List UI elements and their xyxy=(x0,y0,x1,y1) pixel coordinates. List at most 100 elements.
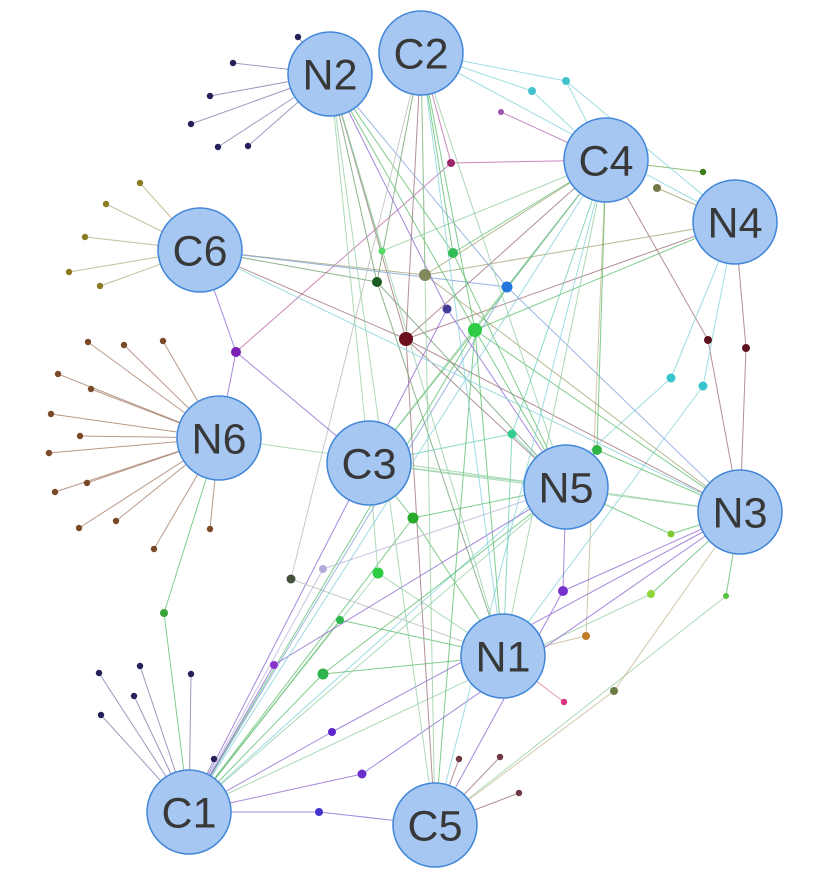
satellite-node-sn3b[interactable] xyxy=(647,590,655,598)
satellite-node-sn6l[interactable] xyxy=(112,517,120,525)
satellite-node-sn6f[interactable] xyxy=(47,410,55,418)
connector-node-lv[interactable] xyxy=(319,565,327,573)
connector-node-pu6[interactable] xyxy=(558,586,568,596)
satellite-node-sc6a[interactable] xyxy=(136,179,144,187)
satellite-node-sn6j[interactable] xyxy=(51,488,59,496)
satellite-node-sc4b[interactable] xyxy=(653,184,661,192)
satellite-node-sc6e[interactable] xyxy=(96,282,104,290)
satellite-node-sn2a[interactable] xyxy=(294,33,302,41)
connector-node-gn5[interactable] xyxy=(592,445,602,455)
satellite-node-sc1f[interactable] xyxy=(210,755,218,763)
node-circle-C6[interactable] xyxy=(157,207,243,293)
connector-node-g1[interactable] xyxy=(407,512,419,524)
connector-node-hg[interactable] xyxy=(468,323,482,337)
satellite-node-sn1a[interactable] xyxy=(582,632,590,640)
hub-node-N4[interactable]: N4 xyxy=(692,179,778,265)
satellite-node-sn6h[interactable] xyxy=(45,449,53,457)
satellite-node-sn6m[interactable] xyxy=(150,545,158,553)
connector-node-hi[interactable] xyxy=(442,304,452,314)
connector-node-ol2[interactable] xyxy=(610,687,618,695)
satellite-node-sn6d[interactable] xyxy=(54,370,62,378)
hub-node-N3[interactable]: N3 xyxy=(697,469,783,555)
satellite-node-sm1[interactable] xyxy=(447,159,455,167)
hub-node-C2[interactable]: C2 xyxy=(378,10,464,96)
satellite-node-sc6b[interactable] xyxy=(102,200,110,208)
node-circle-N6[interactable] xyxy=(176,395,262,481)
connector-node-hdg[interactable] xyxy=(372,277,382,287)
connector-node-pu2[interactable] xyxy=(270,661,278,669)
connector-node-ho[interactable] xyxy=(419,269,431,281)
satellite-node-sc1c[interactable] xyxy=(187,670,195,678)
hub-node-C3[interactable]: C3 xyxy=(326,420,412,506)
satellite-node-sc6d[interactable] xyxy=(65,268,73,276)
connector-node-hb[interactable] xyxy=(501,281,513,293)
satellite-node-sc5c[interactable] xyxy=(515,789,523,797)
satellite-node-sc1d[interactable] xyxy=(130,692,138,700)
satellite-node-sn2d[interactable] xyxy=(187,120,195,128)
connector-node-mi[interactable] xyxy=(507,429,517,439)
connector-node-hr[interactable] xyxy=(399,332,413,346)
connector-node-hmg[interactable] xyxy=(378,247,386,255)
connector-node-hg2[interactable] xyxy=(448,248,458,258)
connector-node-g5[interactable] xyxy=(160,609,168,617)
satellite-node-sn2b[interactable] xyxy=(229,59,237,67)
satellite-node-sn3a[interactable] xyxy=(667,530,675,538)
satellite-node-sn2c[interactable] xyxy=(206,92,214,100)
node-circle-N1[interactable] xyxy=(460,613,546,699)
node-circle-N2[interactable] xyxy=(287,31,373,117)
connector-node-g2[interactable] xyxy=(372,567,384,579)
hub-node-C1[interactable]: C1 xyxy=(146,769,232,855)
hub-node-N6[interactable]: N6 xyxy=(176,395,262,481)
edge-sn1a-C4 xyxy=(585,159,607,637)
satellite-node-sn4c[interactable] xyxy=(666,373,676,383)
node-circle-N3[interactable] xyxy=(697,469,783,555)
satellite-node-sn6n[interactable] xyxy=(206,525,214,533)
node-circle-C4[interactable] xyxy=(563,117,649,203)
node-circle-C2[interactable] xyxy=(378,10,464,96)
satellite-node-sn4d[interactable] xyxy=(698,381,708,391)
edge-mi-C4 xyxy=(511,159,607,435)
satellite-node-st2[interactable] xyxy=(528,87,536,95)
node-circle-C1[interactable] xyxy=(146,769,232,855)
satellite-node-sn6i[interactable] xyxy=(83,479,91,487)
satellite-node-sn6a[interactable] xyxy=(84,338,92,346)
satellite-node-sc6c[interactable] xyxy=(81,233,89,241)
connector-node-g3[interactable] xyxy=(336,616,344,624)
satellite-node-sc4a[interactable] xyxy=(699,168,707,176)
satellite-node-sc5b[interactable] xyxy=(496,753,504,761)
satellite-node-sn6c[interactable] xyxy=(159,337,167,345)
satellite-node-sn4a[interactable] xyxy=(704,336,712,344)
node-circle-N5[interactable] xyxy=(523,444,609,530)
satellite-node-sc1a[interactable] xyxy=(95,669,103,677)
satellite-node-sn6e[interactable] xyxy=(87,385,95,393)
satellite-node-st1[interactable] xyxy=(562,77,570,85)
hub-node-C5[interactable]: C5 xyxy=(392,782,478,868)
satellite-node-sn3c[interactable] xyxy=(723,593,729,599)
connector-node-pu3[interactable] xyxy=(328,728,336,736)
connector-node-pu5[interactable] xyxy=(315,808,323,816)
hub-node-C4[interactable]: C4 xyxy=(563,117,649,203)
connector-node-dg2[interactable] xyxy=(286,574,296,584)
satellite-node-sn6g[interactable] xyxy=(76,432,84,440)
satellite-node-sn2f[interactable] xyxy=(244,142,252,150)
satellite-node-sp1[interactable] xyxy=(498,109,504,115)
connector-node-g4[interactable] xyxy=(317,668,329,680)
satellite-node-sc1b[interactable] xyxy=(136,662,144,670)
satellite-node-sn6b[interactable] xyxy=(120,341,128,349)
node-circle-N4[interactable] xyxy=(692,179,778,265)
hub-node-N5[interactable]: N5 xyxy=(523,444,609,530)
satellite-node-sc1e[interactable] xyxy=(97,711,105,719)
hub-node-N2[interactable]: N2 xyxy=(287,31,373,117)
satellite-node-sn1b[interactable] xyxy=(560,698,568,706)
satellite-node-sc5a[interactable] xyxy=(455,755,463,763)
satellite-node-sn2e[interactable] xyxy=(214,143,222,151)
connector-node-pu4[interactable] xyxy=(357,769,367,779)
hub-node-N1[interactable]: N1 xyxy=(460,613,546,699)
hub-node-C6[interactable]: C6 xyxy=(157,207,243,293)
connector-node-pu1[interactable] xyxy=(231,347,241,357)
node-circle-C3[interactable] xyxy=(326,420,412,506)
satellite-node-sn4b[interactable] xyxy=(742,344,750,352)
satellite-node-sn6k[interactable] xyxy=(75,524,83,532)
node-circle-C5[interactable] xyxy=(392,782,478,868)
